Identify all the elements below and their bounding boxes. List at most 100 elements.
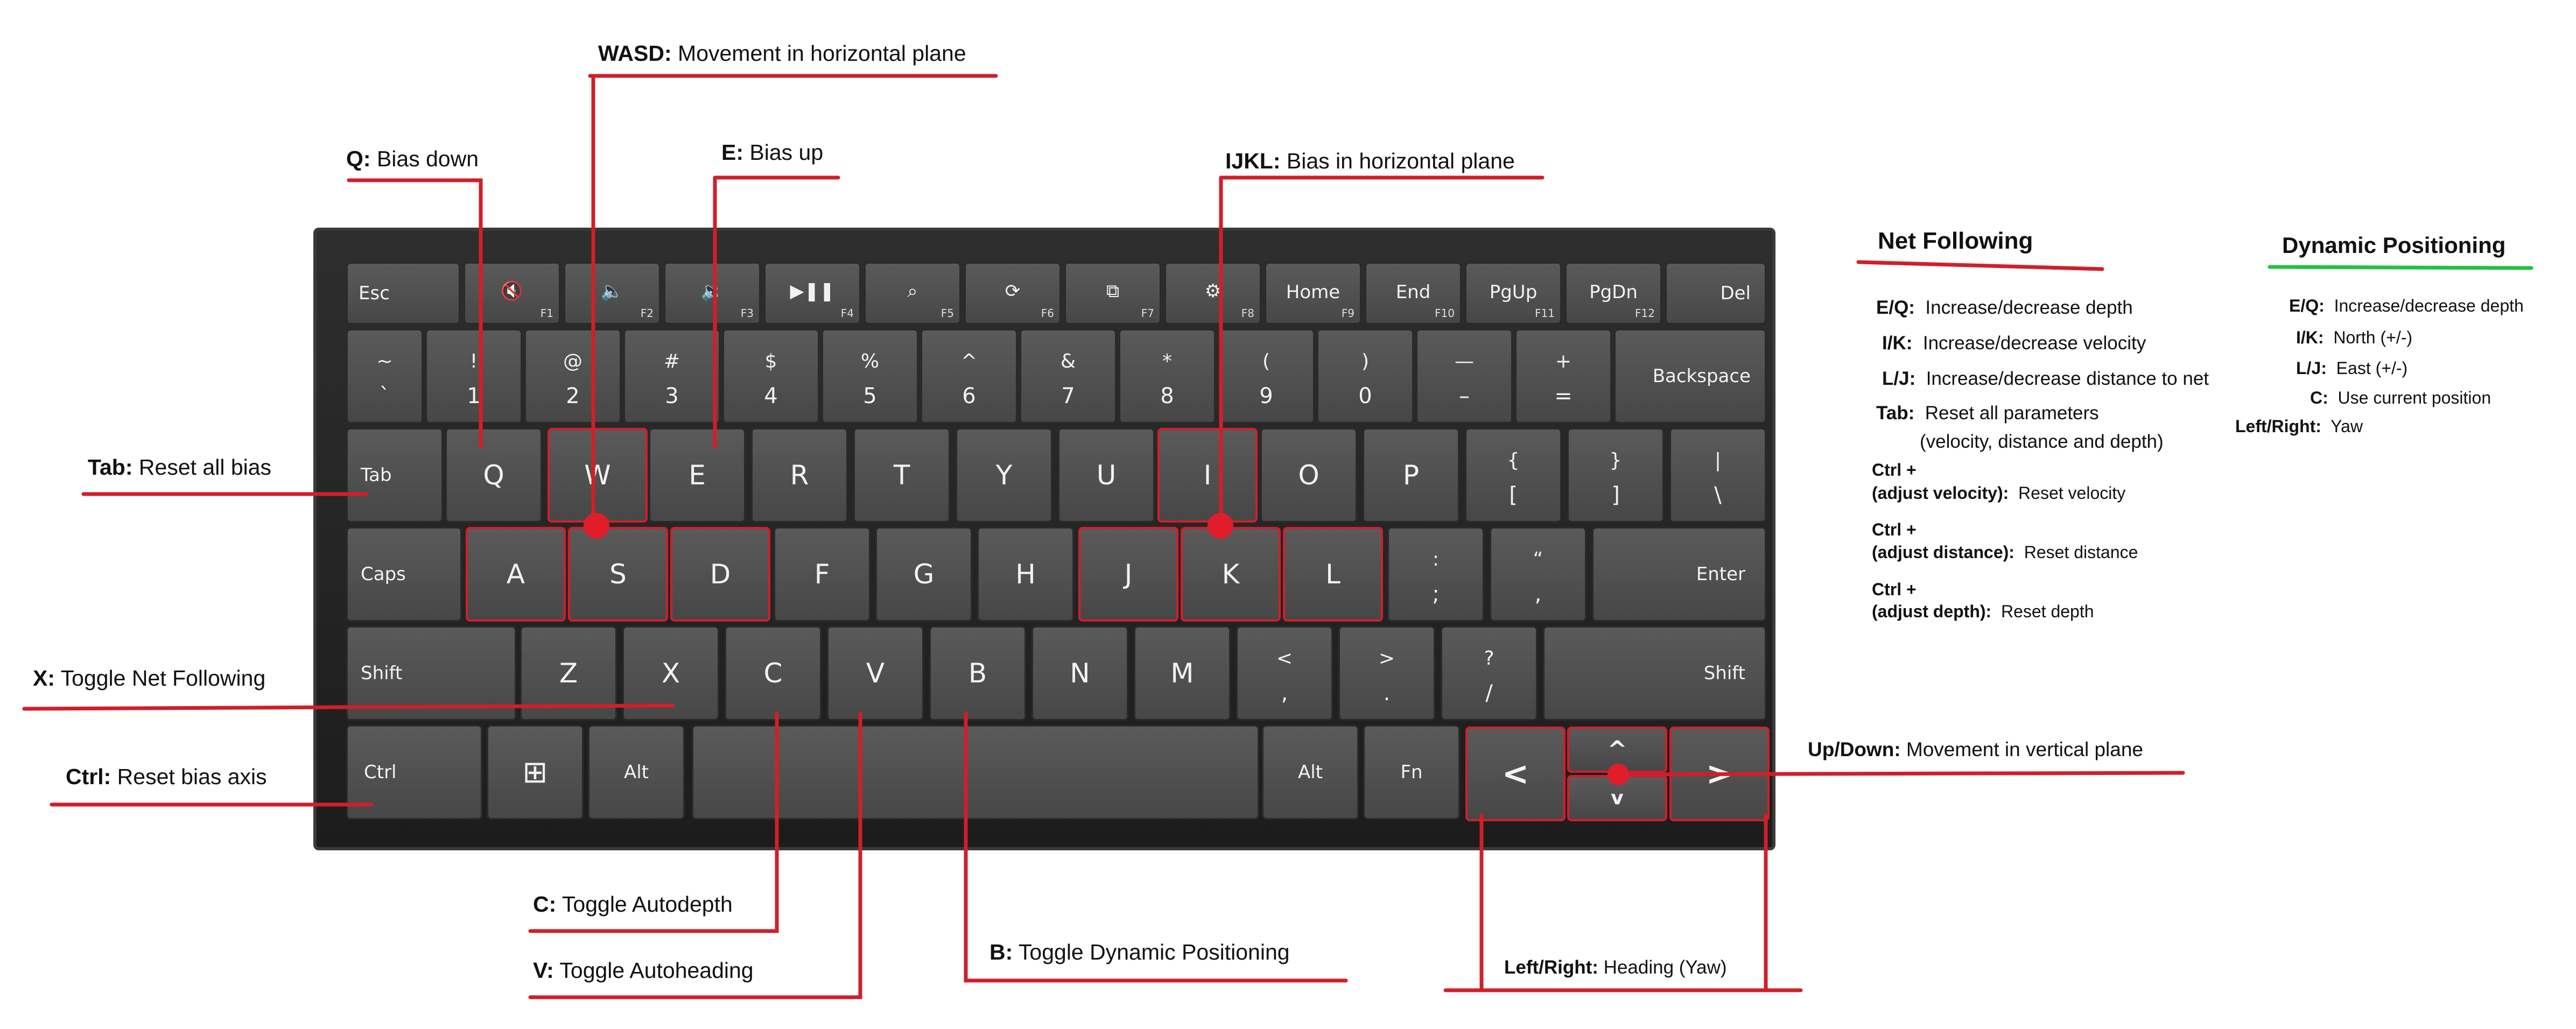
key-p[interactable]: P xyxy=(1363,428,1459,523)
annotation-updown: Up/Down: Movement in vertical plane xyxy=(1808,738,2143,761)
key-c[interactable]: C xyxy=(725,626,822,721)
key-0[interactable]: )0 xyxy=(1317,329,1414,424)
annotation-text: Bias down xyxy=(370,146,479,171)
annotation-wasd: WASD: Movement in horizontal plane xyxy=(598,41,966,66)
key-equals[interactable]: += xyxy=(1515,329,1612,424)
key-top: ) xyxy=(1361,350,1370,373)
key-g[interactable]: G xyxy=(875,527,972,622)
key-left-bracket[interactable]: {[ xyxy=(1465,428,1562,523)
key-d[interactable]: D xyxy=(670,527,770,622)
key-comma[interactable]: <, xyxy=(1236,626,1333,721)
key-semicolon[interactable]: :; xyxy=(1387,527,1484,622)
annotation-key: Q: xyxy=(346,146,371,171)
key-h[interactable]: H xyxy=(977,527,1074,622)
key-tab[interactable]: Tab xyxy=(346,428,443,523)
key-space[interactable] xyxy=(692,725,1259,820)
key-label: Q xyxy=(483,460,504,491)
key-label: X xyxy=(661,658,680,689)
key-w[interactable]: W xyxy=(548,428,648,523)
key-b[interactable]: B xyxy=(929,626,1026,721)
key-esc[interactable]: Esc xyxy=(346,262,460,325)
nf-item-lj: L/J: Increase/decrease distance to net xyxy=(1882,369,2209,389)
key-6[interactable]: ^6 xyxy=(921,329,1017,424)
key-devices[interactable]: ⧉F7 xyxy=(1064,262,1161,325)
key-bottom: / xyxy=(1485,680,1493,706)
key-right-bracket[interactable]: }] xyxy=(1567,428,1664,523)
key-bottom: 8 xyxy=(1160,383,1174,408)
key-search[interactable]: ⌕F5 xyxy=(864,262,961,325)
key-bottom: 2 xyxy=(566,383,580,408)
key-l[interactable]: L xyxy=(1283,527,1383,622)
key-n[interactable]: N xyxy=(1031,626,1128,721)
key-5[interactable]: %5 xyxy=(822,329,918,424)
dp-key: L/J: xyxy=(2296,358,2327,378)
key-quote[interactable]: “, xyxy=(1490,527,1587,622)
key-volume-up[interactable]: 🔉F3 xyxy=(664,262,761,325)
key-2[interactable]: @2 xyxy=(524,329,621,424)
key-j[interactable]: J xyxy=(1078,527,1178,622)
key-label: Y xyxy=(995,460,1013,491)
key-alt-right[interactable]: Alt xyxy=(1262,725,1359,820)
key-bottom: ` xyxy=(379,383,390,408)
key-s[interactable]: S xyxy=(568,527,668,622)
key-bottom: 5 xyxy=(863,383,877,408)
key-f[interactable]: F xyxy=(774,527,871,622)
key-tilde[interactable]: ~` xyxy=(346,329,423,424)
key-backspace[interactable]: Backspace xyxy=(1614,329,1766,424)
key-label: F xyxy=(814,559,830,590)
key-3[interactable]: #3 xyxy=(623,329,720,424)
key-windows[interactable]: ⊞ xyxy=(487,725,584,820)
updown-marker xyxy=(1608,764,1629,785)
key-play-pause[interactable]: ▶❚❚F4 xyxy=(764,262,861,325)
key-arrow-left[interactable]: < xyxy=(1465,727,1566,821)
key-slash[interactable]: ?/ xyxy=(1441,626,1538,721)
annotation-key: V: xyxy=(533,958,554,983)
nf-item-tab: Tab: Reset all parameters xyxy=(1876,403,2099,424)
key-volume-down[interactable]: 🔈F2 xyxy=(564,262,661,325)
key-8[interactable]: *8 xyxy=(1119,329,1216,424)
key-4[interactable]: $4 xyxy=(722,329,819,424)
key-fn[interactable]: Fn xyxy=(1363,725,1460,820)
key-bottom: , xyxy=(1281,680,1288,706)
dp-key: I/K: xyxy=(2296,328,2324,347)
key-y[interactable]: Y xyxy=(956,428,1052,523)
key-u[interactable]: U xyxy=(1058,428,1155,523)
key-7[interactable]: &7 xyxy=(1020,329,1117,424)
key-caps[interactable]: Caps xyxy=(346,527,462,622)
key-a[interactable]: A xyxy=(466,527,566,622)
key-backslash[interactable]: |\ xyxy=(1669,428,1766,523)
key-o[interactable]: O xyxy=(1260,428,1357,523)
key-top: & xyxy=(1060,350,1076,373)
key-q[interactable]: Q xyxy=(445,428,542,523)
key-top: % xyxy=(860,350,880,373)
nf-text: Reset velocity xyxy=(2018,483,2126,503)
b-leader xyxy=(964,711,1348,983)
key-alt-left[interactable]: Alt xyxy=(588,725,685,820)
annotation-q: Q: Bias down xyxy=(346,146,479,172)
key-e[interactable]: E xyxy=(649,428,746,523)
key-t[interactable]: T xyxy=(853,428,950,523)
key-v[interactable]: V xyxy=(827,626,924,721)
annotation-c: C: Toggle Autodepth xyxy=(533,892,733,917)
key-settings[interactable]: ⚙F8 xyxy=(1164,262,1261,325)
key-m[interactable]: M xyxy=(1134,626,1231,721)
key-9[interactable]: (9 xyxy=(1218,329,1315,424)
search-icon: ⌕ xyxy=(907,280,918,302)
devices-icon: ⧉ xyxy=(1106,280,1120,302)
key-i[interactable]: I xyxy=(1157,428,1258,523)
key-del[interactable]: Del xyxy=(1665,262,1766,325)
key-share[interactable]: ⟳F6 xyxy=(964,262,1061,325)
key-enter[interactable]: Enter xyxy=(1592,527,1766,622)
key-minus[interactable]: —– xyxy=(1416,329,1513,424)
key-1[interactable]: !1 xyxy=(425,329,522,424)
key-period[interactable]: >. xyxy=(1338,626,1435,721)
key-x[interactable]: X xyxy=(622,626,719,721)
key-shift-right[interactable]: Shift xyxy=(1543,626,1766,721)
key-label: U xyxy=(1096,460,1117,491)
nf-key: L/J: xyxy=(1882,368,1916,389)
key-r[interactable]: R xyxy=(751,428,848,523)
